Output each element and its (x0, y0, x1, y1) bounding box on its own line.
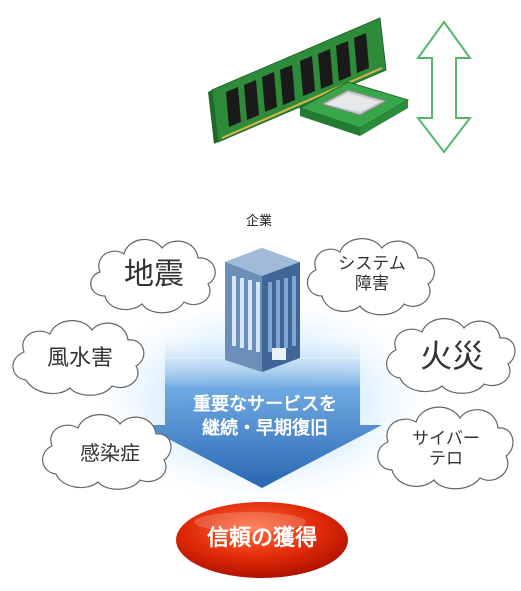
cloud-infectious-disease (42, 414, 172, 490)
arrow-caption: 重要なサービスを 継続・早期復旧 (193, 394, 337, 439)
cloud-cyber-terror (377, 406, 514, 490)
cpu-chip-icon (298, 81, 410, 136)
cloud-label-system-failure: システム 障害 (338, 254, 406, 294)
main-down-arrow (142, 335, 382, 488)
cloud-label-fire: 火災 (419, 337, 484, 375)
cloud-label-storm-flood: 風水害 (46, 346, 113, 371)
trust-ellipse (176, 502, 348, 578)
cloud-label-earthquake: 地震 (124, 257, 184, 292)
trust-label: 信頼の獲得 (206, 526, 317, 551)
cloud-fire (386, 318, 516, 394)
hardware-graphic (208, 17, 473, 154)
cloud-label-infectious-disease: 感染症 (80, 441, 140, 465)
updown-arrow-icon (415, 20, 473, 154)
cloud-label-cyber-terror: サイバー テロ (412, 429, 480, 469)
cloud-earthquake (90, 238, 216, 314)
ram-module-icon (208, 17, 387, 144)
office-building-icon (225, 248, 300, 372)
cloud-system-failure (306, 238, 435, 316)
cloud-storm-flood (12, 320, 145, 396)
company-label: 企業 (246, 214, 273, 229)
